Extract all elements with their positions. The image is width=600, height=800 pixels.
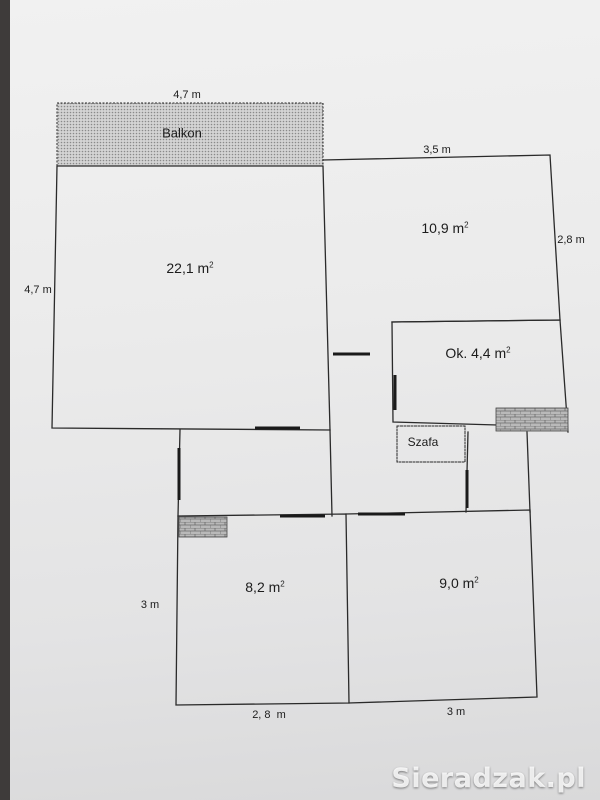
watermark-logo: Sieradzak.pl [391,763,586,794]
room-bottom-right-walls [345,509,538,704]
room-bottom-right-width-dimension: 3 m [446,706,466,718]
room-top-right-width-dimension: 3,5 m [423,144,451,156]
corridor-walls [177,429,531,517]
balcony-width-dimension: 4,7 m [173,89,201,101]
balcony-label: Balkon [162,125,202,141]
room-top-right-area: 10,9 m2 [421,220,469,236]
living-room-height-dimension: 4,7 m [24,284,52,296]
kitchen-walls [391,319,569,433]
wardrobe [396,425,466,463]
living-room-area: 22,1 m2 [166,260,214,276]
chimney-kitchen [495,407,569,432]
room-bottom-left-walls [175,513,350,706]
room-bottom-right-area: 9,0 m2 [439,575,479,591]
room-bottom-left-area: 8,2 m2 [245,579,285,595]
wardrobe-label: Szafa [407,435,439,449]
kitchen-area: Ok. 4,4 m2 [445,345,511,361]
balcony-area [56,102,324,167]
living-room-walls [51,165,331,431]
room-bottom-left-width-dimension: 2, 8 m [252,709,286,721]
room-top-right-walls [322,154,561,426]
chimney-bottom-left [178,516,228,538]
room-bottom-left-height-dimension: 3 m [140,599,160,611]
room-top-right-height-dimension: 2,8 m [557,234,585,246]
